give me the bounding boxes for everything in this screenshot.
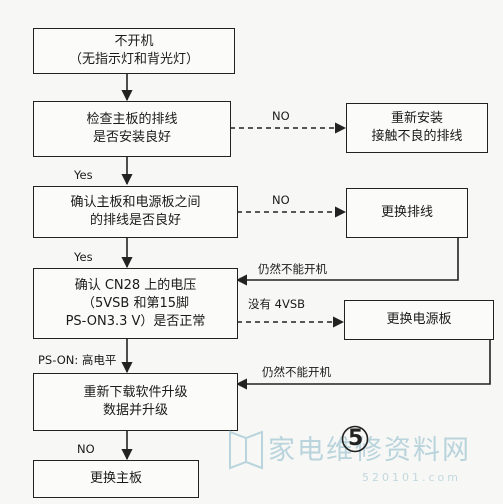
box-line: 是否安装良好	[92, 130, 171, 145]
box-line: 不开机	[114, 34, 154, 49]
label-still-no-power: 仍然不能开机	[258, 262, 327, 276]
page-number: 5	[348, 426, 364, 451]
watermark-text: 家电维修资料网	[268, 435, 471, 466]
page-number-circle	[341, 425, 369, 453]
label-no: NO	[272, 193, 290, 207]
watermark-url: 520101.com	[362, 471, 461, 484]
label-yes: Yes	[74, 168, 93, 182]
box-confirm-cable: 确认主板和电源板之间 的排线是否良好	[33, 186, 238, 238]
box-line: 接触不良的排线	[371, 129, 463, 144]
box-line: 更换电源板	[386, 312, 452, 327]
box-line: PS-ON3.3 V）是否正常	[65, 313, 206, 329]
arrow-loop-back-1	[235, 238, 459, 286]
arrow-loop-back-2	[235, 340, 491, 390]
label-still-no-power: 仍然不能开机	[262, 365, 331, 379]
box-line: 检查主板的排线	[86, 112, 178, 127]
box-line: 确认 CN28 上的电压	[74, 277, 197, 293]
box-line: 重新下载软件升级	[83, 385, 188, 400]
label-no-4vsb: 没有 4VSB	[248, 297, 306, 311]
box-replace-cable: 更换排线	[346, 188, 468, 238]
label-ps-on-high: PS-ON: 高电平	[38, 353, 117, 367]
label-no: NO	[272, 109, 290, 123]
label-no: NO	[77, 442, 95, 456]
box-replace-power: 更换电源板	[344, 300, 494, 340]
box-line: （5VSB 和第15脚	[81, 295, 189, 311]
box-line: 的排线是否良好	[89, 213, 181, 228]
box-confirm-voltage: 确认 CN28 上的电压 （5VSB 和第15脚 PS-ON3.3 V）是否正常	[33, 268, 238, 339]
label-yes: Yes	[74, 250, 93, 264]
box-line: 更换主板	[89, 471, 142, 486]
box-reinstall: 重新安装 接触不良的排线	[346, 103, 488, 153]
box-line: 更换排线	[380, 205, 433, 220]
box-replace-main: 更换主板	[33, 460, 199, 498]
watermark-logo	[229, 430, 263, 470]
box-line: 确认主板和电源板之间	[70, 195, 201, 210]
box-line: 重新安装	[390, 111, 443, 126]
box-check-cable: 检查主板的排线 是否安装良好	[33, 101, 231, 157]
box-line: 数据并升级	[102, 403, 168, 418]
box-no-power: 不开机 （无指示灯和背光灯）	[33, 28, 235, 74]
box-redownload: 重新下载软件升级 数据并升级	[33, 373, 238, 431]
box-line: （无指示灯和背光灯）	[68, 52, 199, 67]
